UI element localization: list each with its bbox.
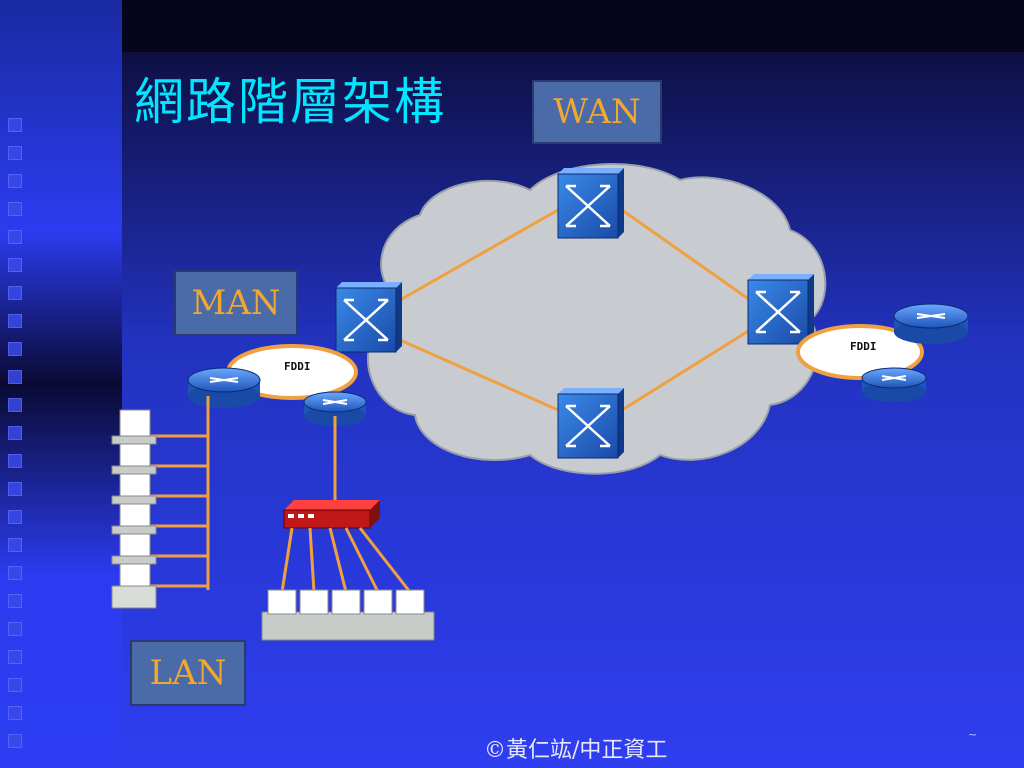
decor-squares [8,118,22,762]
router-right-2-icon [861,367,927,402]
router-left-1-icon [187,367,261,408]
hub-icon [283,500,380,529]
fddi-ring-right: FDDI [796,324,924,380]
atm-switch-right-icon [747,274,814,345]
lan-bus-left [150,396,210,590]
atm-switch-top-icon [557,168,624,239]
hub-star-links [280,527,412,593]
slide-footer: ©黃仁竑/中正資工 [484,738,668,763]
wan-links [399,208,751,412]
lan-label: LAN [130,640,246,706]
router-right-1-icon [893,303,969,344]
atm-switch-bottom-icon [557,388,624,459]
page-number: ~ [968,728,978,741]
wan-label: WAN [532,80,662,144]
workstation-stack-icon [111,409,157,609]
left-decor-band [0,0,122,768]
fddi-ring-left-label: FDDI [284,360,311,373]
atm-switch-left-icon [335,282,402,353]
workstation-row-icon [261,589,435,641]
top-decor-band [122,0,1024,52]
slide-title: 網路階層架構 [134,73,446,131]
fddi-ring-right-label: FDDI [850,340,877,353]
man-label: MAN [174,270,298,336]
